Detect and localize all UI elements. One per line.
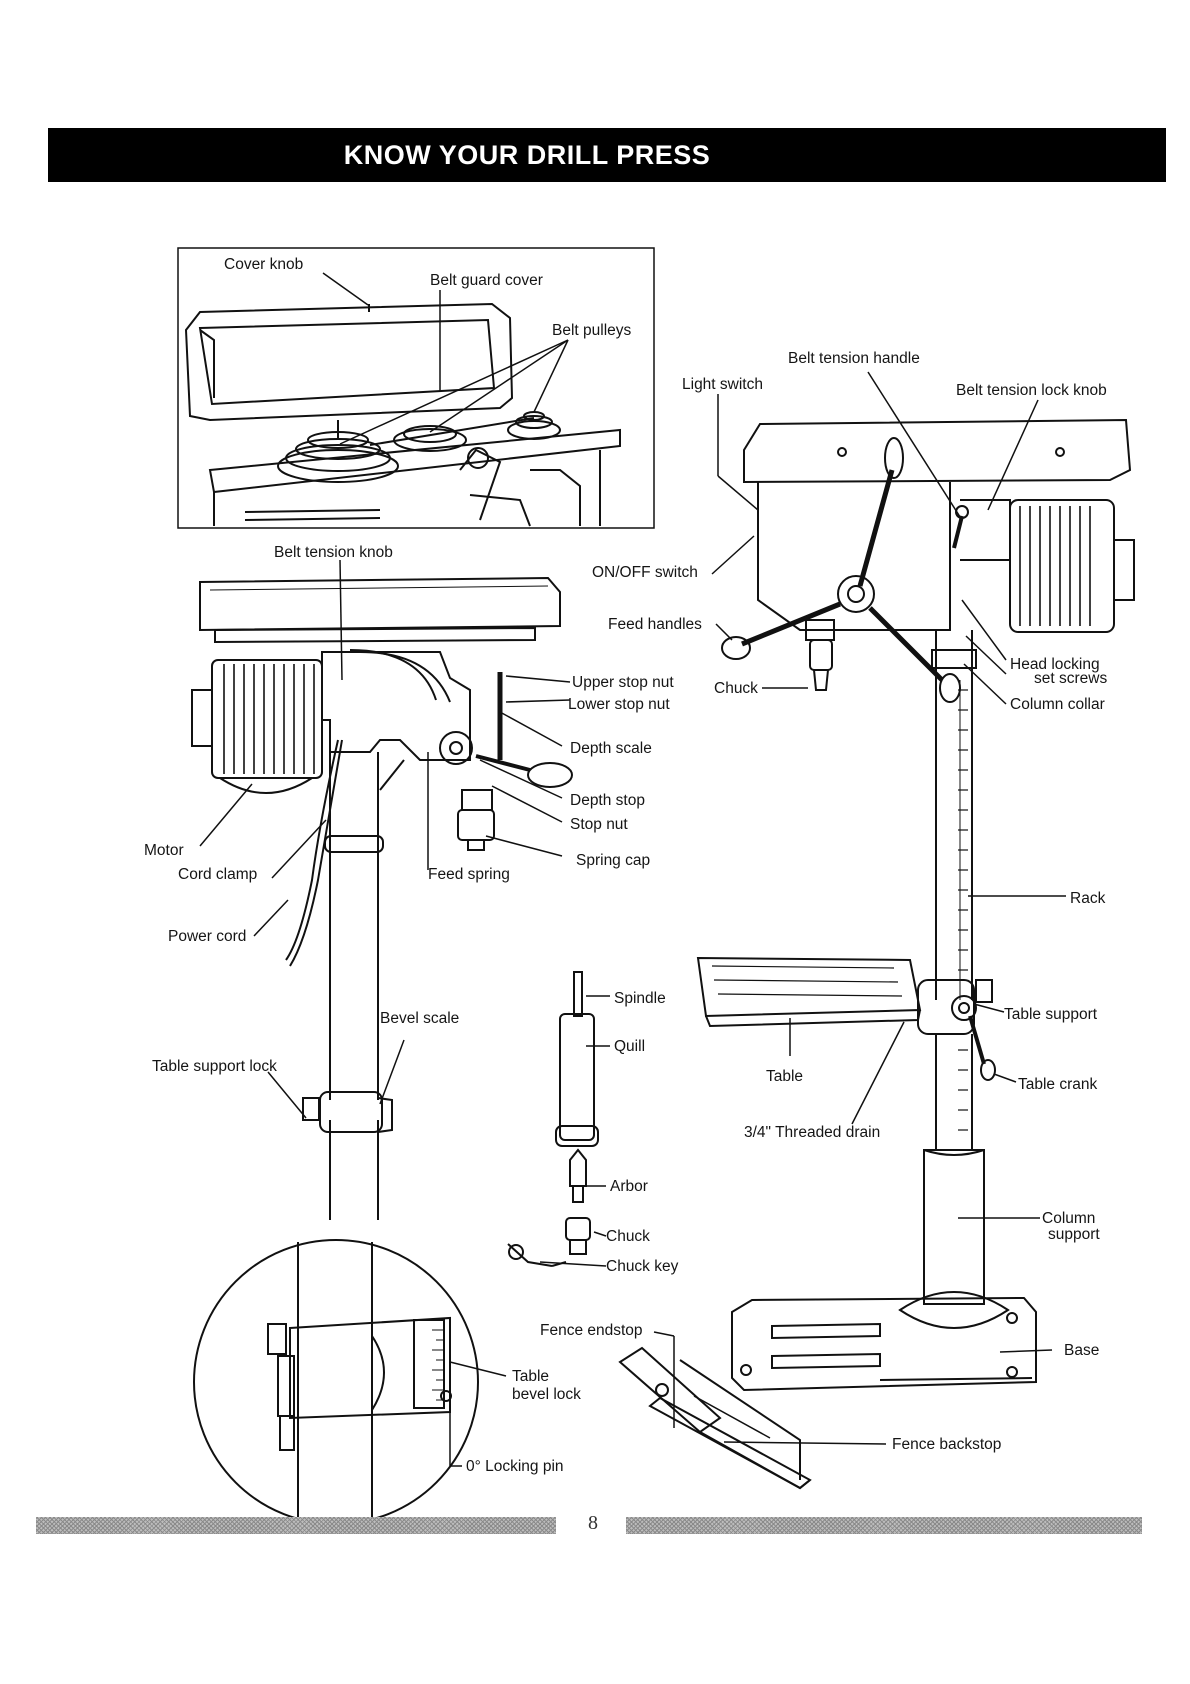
label-table-support-lock: Table support lock bbox=[152, 1058, 277, 1075]
label-spindle: Spindle bbox=[614, 990, 666, 1007]
label-stop-nut: Stop nut bbox=[570, 816, 628, 833]
label-power-cord: Power cord bbox=[168, 928, 247, 945]
leader-lines bbox=[199, 272, 1066, 1467]
label-bevel-scale: Bevel scale bbox=[380, 1010, 460, 1027]
fence-assembly bbox=[618, 1346, 812, 1490]
label-table-crank: Table crank bbox=[1018, 1076, 1098, 1093]
label-column: Column bbox=[1042, 1210, 1096, 1227]
label-table-bevel-lock-line2: bevel lock bbox=[512, 1386, 581, 1403]
label-table-bevel-lock-line1: Table bbox=[512, 1368, 550, 1385]
label-belt-pulleys: Belt pulleys bbox=[552, 322, 632, 339]
page-number: 8 bbox=[588, 1512, 598, 1534]
label-column-collar: Column collar bbox=[1010, 696, 1105, 713]
label-spring-cap: Spring cap bbox=[576, 852, 651, 869]
label-belt-tension-knob: Belt tension knob bbox=[274, 544, 393, 561]
label-lower-stop-nut: Lower stop nut bbox=[568, 696, 670, 713]
label-fence-backstop: Fence backstop bbox=[892, 1436, 1002, 1453]
label-upper-stop-nut: Upper stop nut bbox=[572, 674, 674, 691]
label-quill: Quill bbox=[614, 1038, 646, 1055]
label-chuck-parts: Chuck bbox=[606, 1228, 650, 1245]
label-threaded-drain: 3/4" Threaded drain bbox=[744, 1124, 881, 1141]
label-chuck-key: Chuck key bbox=[606, 1258, 679, 1275]
label-fence-endstop: Fence endstop bbox=[540, 1322, 643, 1339]
label-column-support: support bbox=[1048, 1226, 1100, 1243]
label-belt-tension-handle: Belt tension handle bbox=[788, 350, 920, 367]
label-cord-clamp: Cord clamp bbox=[178, 866, 258, 883]
label-table: Table bbox=[766, 1068, 804, 1085]
right-drill-press-view bbox=[696, 418, 1135, 1392]
label-cover-knob: Cover knob bbox=[224, 256, 304, 273]
label-belt-tension-lock-knob: Belt tension lock knob bbox=[956, 382, 1107, 399]
label-belt-guard-cover: Belt guard cover bbox=[430, 272, 543, 289]
label-arbor: Arbor bbox=[610, 1178, 648, 1195]
label-motor: Motor bbox=[144, 842, 184, 859]
belt-guard-inset bbox=[177, 247, 655, 529]
label-depth-stop: Depth stop bbox=[570, 792, 645, 809]
section-title-banner: KNOW YOUR DRILL PRESS bbox=[48, 128, 1166, 182]
label-locking-pin: 0° Locking pin bbox=[466, 1458, 564, 1475]
label-feed-spring: Feed spring bbox=[428, 866, 510, 883]
label-table-support: Table support bbox=[1004, 1006, 1098, 1023]
label-depth-scale: Depth scale bbox=[570, 740, 652, 757]
footer-rule-left bbox=[36, 1517, 556, 1534]
label-light-switch: Light switch bbox=[682, 376, 763, 393]
footer-rule-right bbox=[626, 1517, 1142, 1534]
section-title: KNOW YOUR DRILL PRESS bbox=[343, 139, 711, 170]
label-set-screws: set screws bbox=[1034, 670, 1108, 687]
label-feed-handles: Feed handles bbox=[608, 616, 702, 633]
exploded-parts bbox=[507, 971, 599, 1267]
label-head-locking: Head locking bbox=[1010, 656, 1100, 673]
label-chuck-main: Chuck bbox=[714, 680, 758, 697]
label-on-off-switch: ON/OFF switch bbox=[592, 564, 698, 581]
label-base: Base bbox=[1064, 1342, 1100, 1359]
label-rack: Rack bbox=[1070, 890, 1106, 907]
